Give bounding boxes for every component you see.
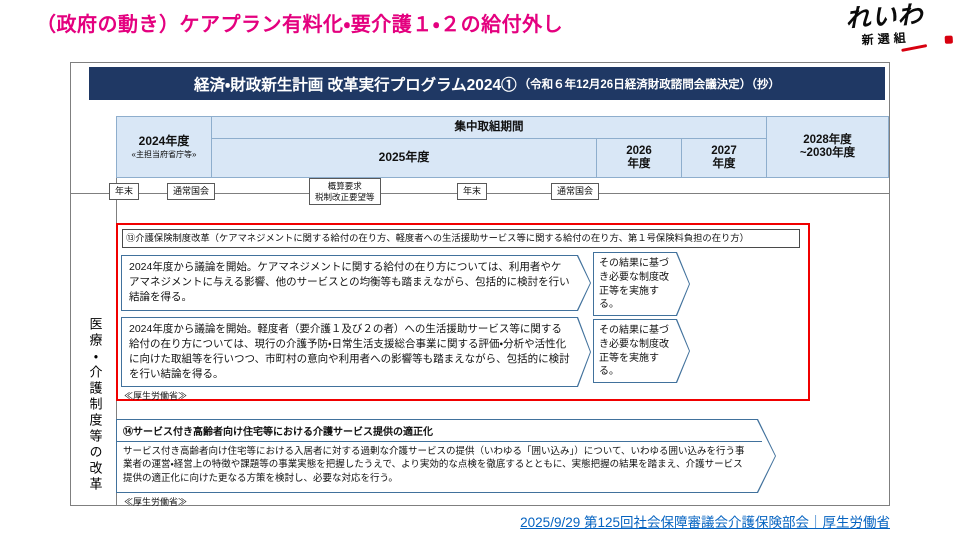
timeline-tag-yearend-1: 年末 xyxy=(109,183,140,201)
document-header-subtitle: （令和６年12月26日経済財政諮問会議決定）（抄） xyxy=(518,78,780,91)
section13-item2-result-box: その結果に基づき必要な制度改正等を実施する。 xyxy=(593,319,690,383)
timeline-header-2024-label: 2024年度 xyxy=(138,133,190,148)
timeline-header-2026-line1: 2026 xyxy=(626,144,652,157)
timeline-header-2028-line1: 2028年度 xyxy=(803,133,852,146)
timeline-header-2028-line2: ~2030年度 xyxy=(799,147,856,159)
page-title: （政府の動き）ケアプラン有料化・要介護１・２の給付外し xyxy=(36,14,564,36)
source-link[interactable]: 2025/9/29 第125回社会保障審議会介護保険部会｜厚生労働省 xyxy=(520,515,890,530)
arrow-shape-fill xyxy=(122,256,590,310)
arrow-shape-fill xyxy=(122,318,590,386)
timeline-header-focus-period: 集中取組期間 xyxy=(211,116,767,139)
timeline-header-2024-sub: «主担当府省庁等» xyxy=(131,150,197,160)
section13-item1-result-box: その結果に基づき必要な制度改正等を実施する。 xyxy=(593,252,690,316)
logo-seal-icon xyxy=(944,35,954,45)
timeline-header-2028-2030: 2028年度 ~2030年度 xyxy=(766,116,889,178)
section13-item2-result-text: その結果に基づき必要な制度改正等を実施する。 xyxy=(599,325,669,378)
section14-heading: ⑭サービス付き高齢者向け住宅等における介護サービス提供の適正化 xyxy=(116,419,762,442)
timeline-tag-yearend-2: 年末 xyxy=(457,183,488,201)
section14-ministry-label: ≪厚生労働省≫ xyxy=(124,497,188,507)
section13-ministry-label: ≪厚生労働省≫ xyxy=(124,391,188,401)
timeline-header-2027-line2: 年度 xyxy=(712,158,736,170)
section13-heading: ⑬介護保険制度改革（ケアマネジメントに関する給付の在り方、軽度者への生活援助サー… xyxy=(122,229,800,248)
section13-item1-result-text: その結果に基づき必要な制度改正等を実施する。 xyxy=(599,258,669,311)
timeline-header-2026: 2026 年度 xyxy=(596,138,682,178)
timeline-tag-budget-request-line2: 税制改正要望等 xyxy=(315,191,375,202)
section13-item2-process-text: 2024年度から議論を開始。軽度者（要介護１及び２の者）への生活援助サービス等に… xyxy=(129,323,570,380)
program-document-panel: 経済・財政新生計画 改革実行プログラム2024① （令和６年12月26日経済財政… xyxy=(70,62,890,507)
timeline-header-2026-line2: 年度 xyxy=(627,158,651,170)
section14-content: ⑭サービス付き高齢者向け住宅等における介護サービス提供の適正化 サービス付き高齢… xyxy=(116,419,776,493)
arrow-shape-fill xyxy=(117,420,775,492)
timeline-header-2025: 2025年度 xyxy=(211,138,597,178)
section14-body-text: サービス付き高齢者向け住宅等における入居者に対する過剰な介護サービスの提供（いわ… xyxy=(123,446,745,484)
document-header-bar: 経済・財政新生計画 改革実行プログラム2024① （令和６年12月26日経済財政… xyxy=(89,67,885,100)
section13-item1-process-text: 2024年度から議論を開始。ケアマネジメントに関する給付の在り方については、利用… xyxy=(129,261,570,303)
timeline-header-2024: 2024年度 «主担当府省庁等» xyxy=(116,116,212,178)
document-header-title: 経済・財政新生計画 改革実行プログラム2024① xyxy=(194,76,517,94)
section13-item2-process-box: 2024年度から議論を開始。軽度者（要介護１及び２の者）への生活援助サービス等に… xyxy=(121,317,591,387)
timeline-tag-ordinary-diet-1: 通常国会 xyxy=(167,183,216,201)
timeline-tag-budget-request: 概算要求 税制改正要望等 xyxy=(309,178,381,206)
timeline-header-2027: 2027 年度 xyxy=(681,138,767,178)
arrow-shape-fill xyxy=(594,253,689,315)
reiwa-shinsengumi-logo: れいわ 新選組 xyxy=(829,0,954,52)
section13-item1-process-box: 2024年度から議論を開始。ケアマネジメントに関する給付の在り方については、利用… xyxy=(121,255,591,311)
logo-sub-text: 新選組 xyxy=(861,30,911,48)
arrow-shape-fill xyxy=(594,320,689,382)
timeline-tag-budget-request-line1: 概算要求 xyxy=(327,181,362,191)
section14-box: ⑭サービス付き高齢者向け住宅等における介護サービス提供の適正化 サービス付き高齢… xyxy=(116,419,776,493)
timeline-header-2027-line1: 2027 xyxy=(711,144,737,157)
side-label-vertical: 医療・介護制度等の改革 xyxy=(87,317,103,493)
logo-main-text: れいわ xyxy=(844,0,925,34)
timeline-tag-ordinary-diet-2: 通常国会 xyxy=(551,183,600,201)
